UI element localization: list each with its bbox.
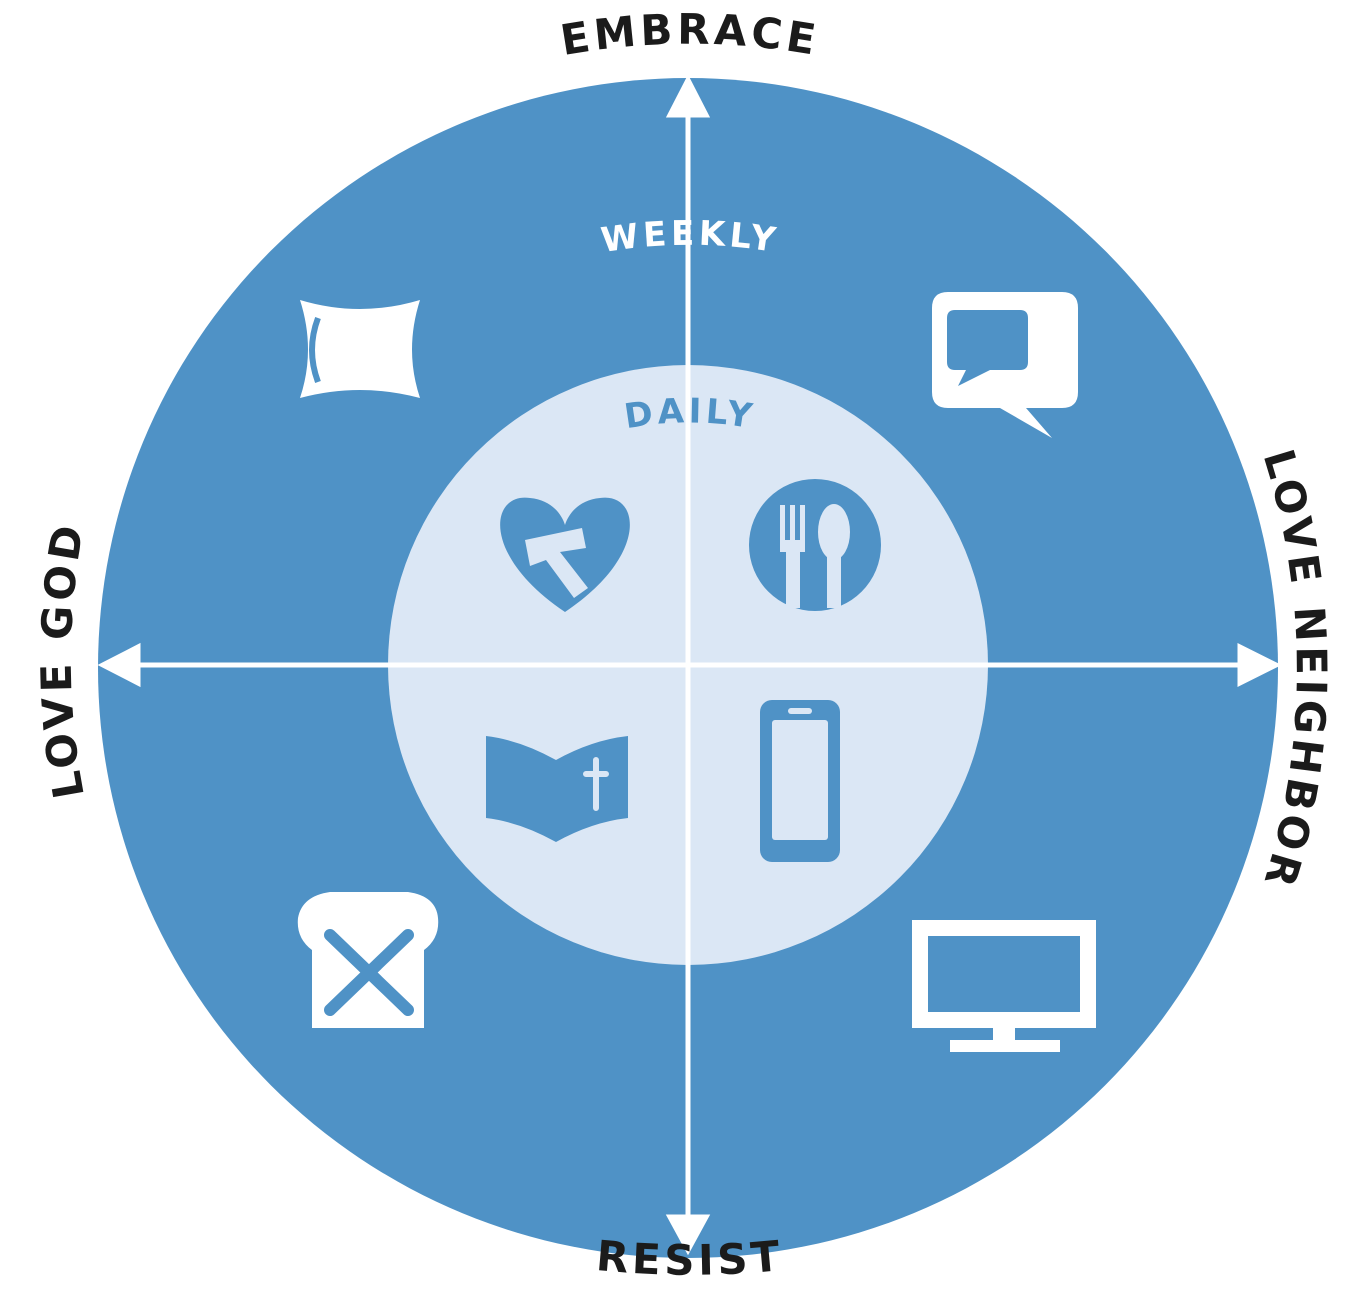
arrow-up-icon (665, 74, 711, 118)
fork-spoon-icon (749, 479, 881, 611)
bible-icon (486, 736, 628, 842)
bread-crossed-icon (297, 892, 439, 1028)
speech-bubble-icon (932, 292, 1078, 438)
axis-label-top: EMBRACE (557, 5, 823, 65)
phone-icon (760, 700, 840, 862)
arrow-left-icon (97, 642, 141, 688)
axis-label-bottom: RESIST (594, 1231, 785, 1285)
ring-label-weekly: WEEKLY (599, 214, 782, 261)
ring-label-daily: DAILY (622, 391, 759, 437)
heart-hammer-icon (500, 497, 630, 612)
monitor-icon (912, 920, 1096, 1052)
horizontal-axis (97, 642, 1282, 688)
arrow-down-icon (665, 1214, 711, 1256)
axis-label-left: LOVE GOD (32, 518, 94, 802)
arrow-right-icon (1237, 642, 1282, 688)
pillow-icon (300, 300, 420, 398)
